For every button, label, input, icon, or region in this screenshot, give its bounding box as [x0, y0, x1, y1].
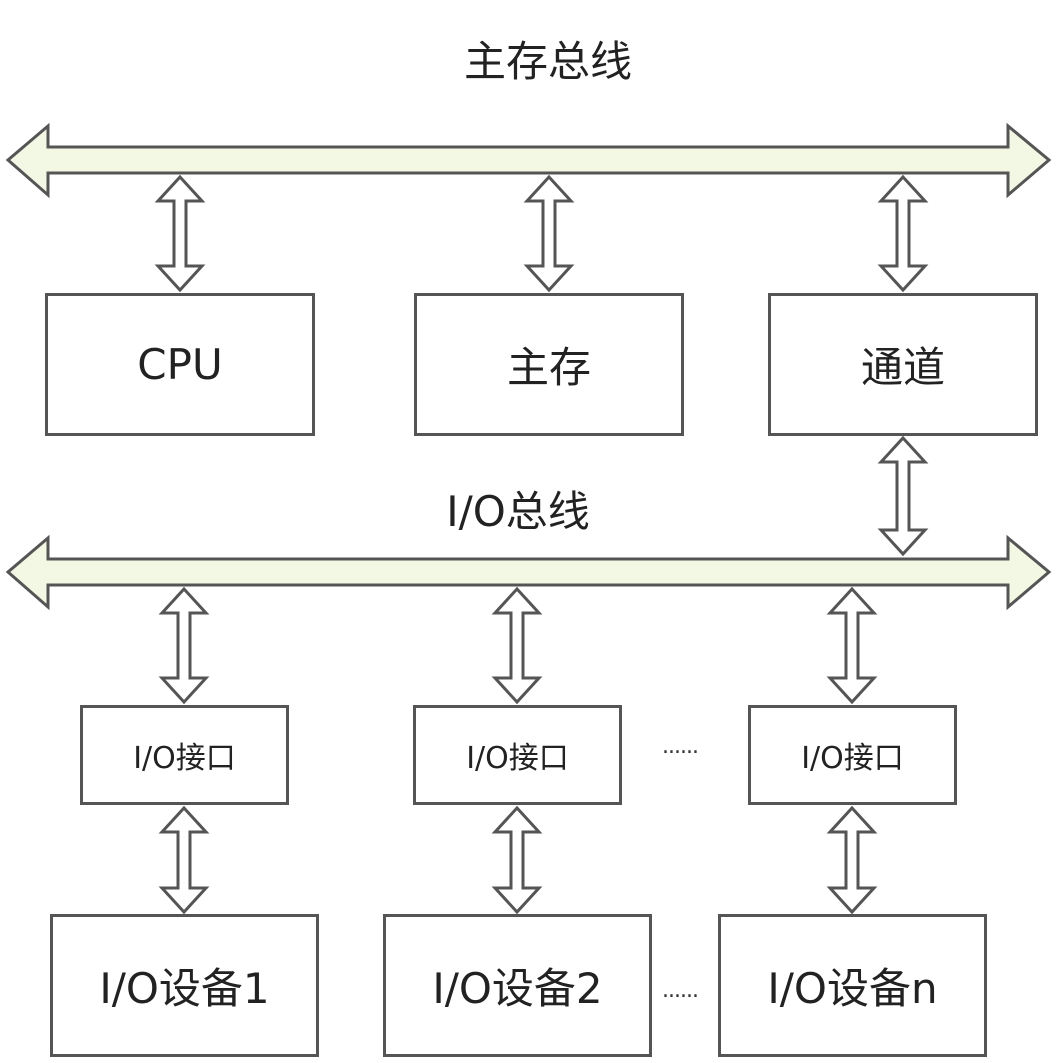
link-arrow-iobus-interface-n: [826, 586, 878, 705]
io-interface-box-1: I/O接口: [80, 705, 289, 805]
main-bus-title: 主存总线: [463, 37, 632, 86]
link-arrow-interface-device-2: [491, 805, 543, 915]
link-arrow-interface-device-1: [158, 805, 210, 915]
interface-ellipsis: ......: [662, 734, 699, 759]
io-interface-box-n: I/O接口: [748, 705, 957, 805]
io-interface-label-n: I/O接口: [801, 741, 904, 776]
link-arrow-interface-device-n: [826, 805, 878, 915]
io-device-box-1: I/O设备1: [50, 914, 319, 1057]
channel-box: 通道: [768, 293, 1038, 436]
device-ellipsis: ......: [662, 978, 699, 1003]
io-device-label-1: I/O设备1: [99, 964, 270, 1013]
link-arrow-bus-cpu: [154, 174, 206, 293]
io-bus-arrow: [5, 534, 1052, 611]
cpu-box: CPU: [45, 293, 315, 436]
link-arrow-bus-channel: [877, 174, 929, 293]
main-memory-box: 主存: [414, 293, 684, 436]
cpu-label: CPU: [137, 340, 223, 389]
io-interface-box-2: I/O接口: [413, 705, 622, 805]
io-device-label-2: I/O设备2: [432, 964, 603, 1013]
link-arrow-iobus-interface-2: [491, 586, 543, 705]
channel-label: 通道: [860, 343, 945, 392]
io-bus-title: I/O总线: [446, 487, 590, 536]
link-arrow-iobus-interface-1: [158, 586, 210, 705]
link-arrow-bus-memory: [523, 174, 575, 293]
io-interface-label-2: I/O接口: [466, 741, 569, 776]
io-device-box-2: I/O设备2: [383, 914, 652, 1057]
main-bus-arrow: [5, 122, 1052, 199]
main-memory-label: 主存: [506, 343, 591, 392]
io-device-label-n: I/O设备n: [767, 964, 938, 1013]
io-device-box-n: I/O设备n: [718, 914, 987, 1057]
io-interface-label-1: I/O接口: [133, 741, 236, 776]
link-arrow-channel-iobus: [877, 435, 929, 557]
